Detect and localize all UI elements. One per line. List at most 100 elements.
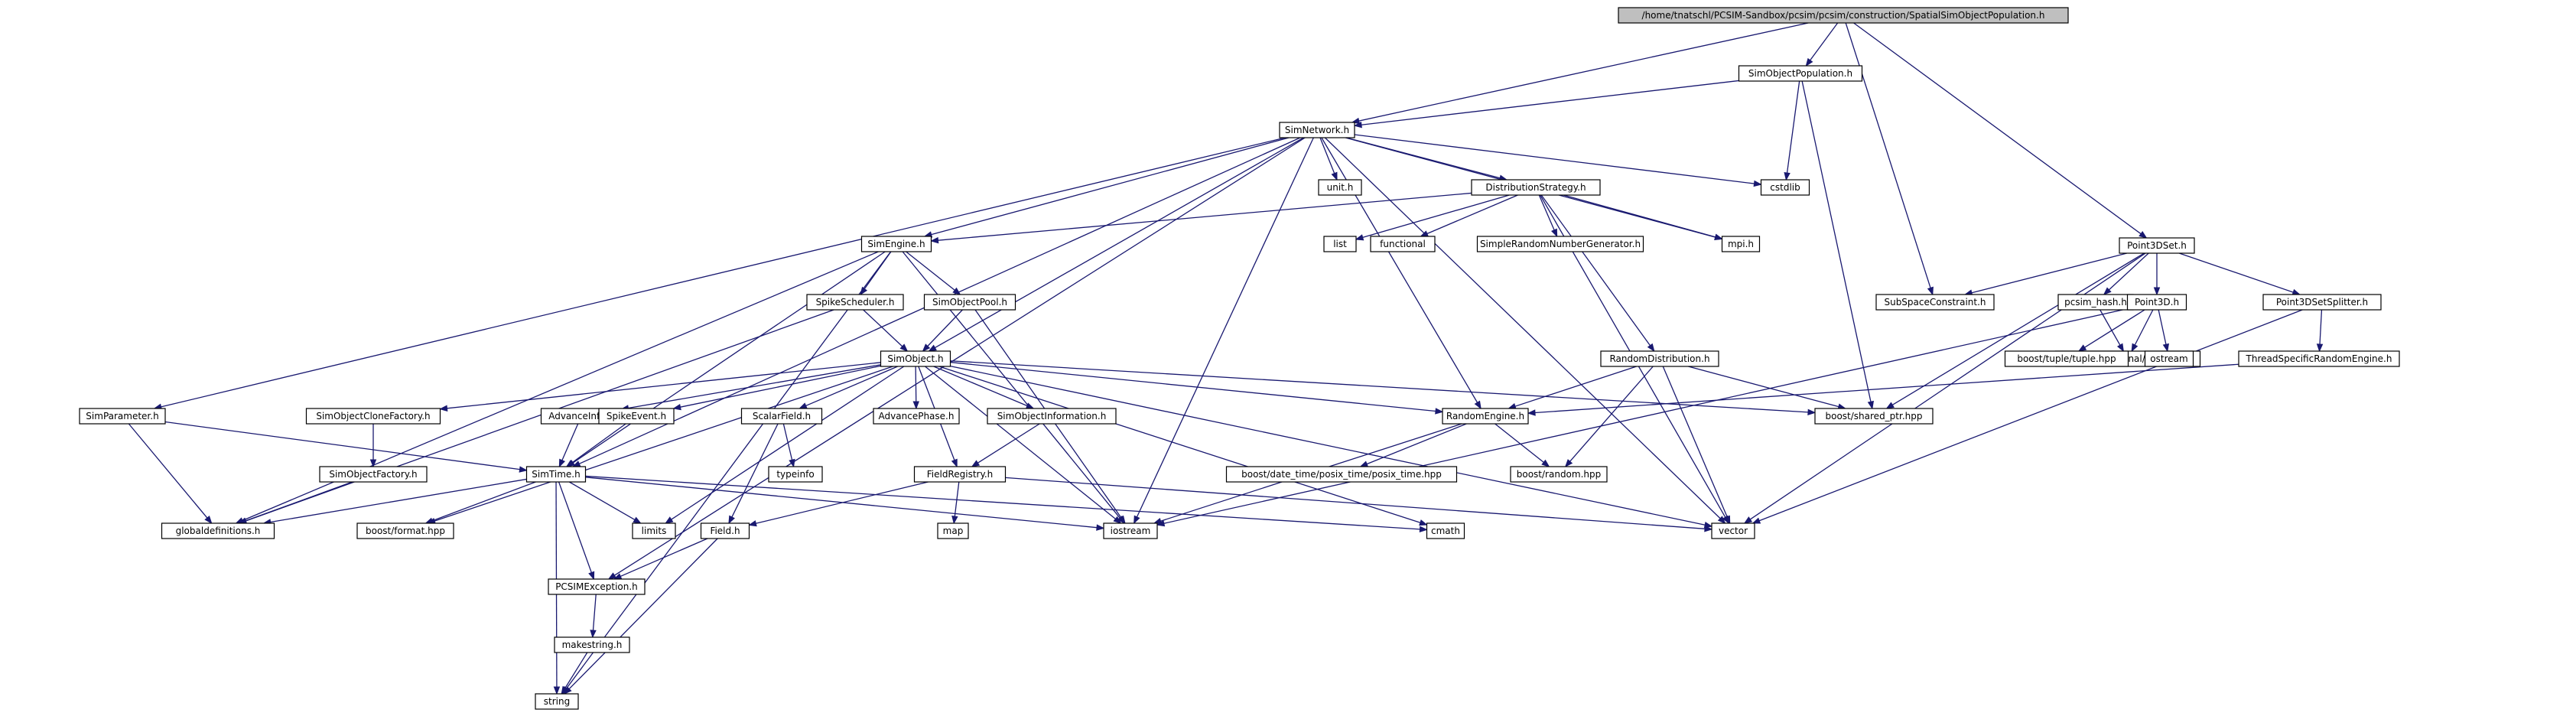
node-SimEngine[interactable]: SimEngine.h: [860, 236, 932, 252]
node-SimParameter[interactable]: SimParameter.h: [79, 408, 166, 425]
node-SimObjectCloneFactory[interactable]: SimObjectCloneFactory.h: [305, 408, 441, 425]
node-SimObjectFactory[interactable]: SimObjectFactory.h: [319, 466, 428, 483]
node-SimObjectPopulation[interactable]: SimObjectPopulation.h: [1738, 65, 1863, 82]
arrowhead: [1435, 408, 1444, 415]
arrowhead: [2162, 343, 2169, 353]
node-cstdlib: cstdlib: [1760, 179, 1810, 196]
node-DistributionStrategy[interactable]: DistributionStrategy.h: [1471, 179, 1601, 196]
node-label: ScalarField.h: [753, 411, 811, 421]
node-string: string: [535, 693, 579, 710]
node-label: SimNetwork.h: [1285, 125, 1349, 135]
node-SpikeScheduler[interactable]: SpikeScheduler.h: [806, 294, 904, 311]
node-label: iostream: [1111, 526, 1151, 536]
node-SimpleRNG[interactable]: SimpleRandomNumberGenerator.h: [1476, 236, 1644, 252]
arrowhead: [1885, 402, 1895, 409]
node-SubSpaceConstraint[interactable]: SubSpaceConstraint.h: [1875, 294, 1995, 311]
node-pcsim_hash[interactable]: pcsim_hash.h: [2057, 294, 2134, 311]
arrowhead: [565, 460, 574, 467]
node-globaldefinitions[interactable]: globaldefinitions.h: [161, 522, 275, 539]
arrowhead: [1867, 400, 1875, 410]
node-label: boost/random.hpp: [1517, 469, 1602, 480]
node-root[interactable]: /home/tnatschl/PCSIM-Sandbox/pcsim/pcsim…: [1618, 7, 2069, 24]
edge-line: [558, 481, 592, 573]
node-label: boost/shared_ptr.hpp: [1826, 411, 1923, 421]
arrowhead: [1527, 409, 1536, 416]
edge-line: [1662, 366, 1728, 517]
node-SimObject[interactable]: SimObject.h: [880, 350, 951, 367]
edge-line: [2100, 309, 2121, 346]
node-mpi[interactable]: mpi.h: [1721, 236, 1761, 252]
node-RandomEngine[interactable]: RandomEngine.h: [1442, 408, 1529, 425]
node-SimTime[interactable]: SimTime.h: [525, 466, 587, 483]
arrowhead: [553, 686, 561, 695]
edge-SimObjectInformation-to-FieldRegistry: [971, 423, 1040, 467]
node-label: Point3D.h: [2135, 297, 2179, 308]
node-box: [79, 408, 166, 425]
edge-pcsim_hash-to-functional_hash: [2100, 309, 2125, 353]
edge-line: [1845, 22, 1931, 288]
node-box: [2004, 350, 2129, 367]
node-box: [1323, 236, 1357, 252]
edge-SimEngine-to-SimObjectPool: [906, 251, 961, 295]
arrowhead: [590, 630, 597, 639]
node-label: SimEngine.h: [867, 239, 925, 249]
node-Point3DSetSplitter[interactable]: Point3DSetSplitter.h: [2262, 294, 2382, 311]
edge-Point3DSet-to-Point3D: [2153, 253, 2161, 296]
arrowhead: [1419, 519, 1428, 526]
edge-SimObjectPopulation-to-shared_ptr: [1801, 80, 1875, 410]
arrowhead: [922, 343, 931, 352]
arrowhead: [439, 405, 448, 412]
edge-line: [566, 251, 892, 689]
edge-line: [938, 192, 1472, 241]
node-box: [1279, 122, 1355, 138]
node-PCSIMException[interactable]: PCSIMException.h: [548, 578, 646, 595]
node-unit[interactable]: unit.h: [1318, 179, 1362, 196]
arrowhead: [1704, 526, 1713, 532]
node-makestring[interactable]: makestring.h: [554, 636, 630, 653]
node-ThreadSpecificRNG[interactable]: ThreadSpecificRandomEngine.h: [2238, 350, 2400, 367]
node-box: [2262, 294, 2382, 311]
arrowhead: [2139, 230, 2148, 239]
node-SimObjectInformation[interactable]: SimObjectInformation.h: [987, 408, 1117, 425]
edge-line: [1786, 80, 1800, 174]
node-SimObjectPool[interactable]: SimObjectPool.h: [923, 294, 1016, 311]
node-box: [356, 522, 454, 539]
node-Point3D[interactable]: Point3D.h: [2126, 294, 2187, 311]
edge-SimNetwork-to-iostream: [1134, 137, 1314, 525]
arrowhead: [1753, 180, 1762, 187]
edge-line: [1362, 194, 1510, 239]
node-ScalarField[interactable]: ScalarField.h: [740, 408, 823, 425]
node-Field[interactable]: Field.h: [700, 522, 750, 539]
edge-DistributionStrategy-to-SimEngine: [930, 192, 1472, 244]
edge-line: [1688, 366, 1839, 408]
arrowhead: [951, 458, 958, 468]
edge-line: [568, 481, 636, 521]
edge-line: [614, 137, 1306, 576]
edge-line: [1514, 366, 1637, 407]
node-box: [873, 408, 960, 425]
node-cmath: cmath: [1426, 522, 1465, 539]
node-SpikeEvent[interactable]: SpikeEvent.h: [598, 408, 675, 425]
node-box: [987, 408, 1117, 425]
node-label: unit.h: [1327, 182, 1354, 193]
node-Point3DSet[interactable]: Point3DSet.h: [2119, 237, 2195, 254]
edge-line: [1005, 477, 1706, 529]
node-label: RandomEngine.h: [1446, 411, 1524, 421]
node-RandomDistribution[interactable]: RandomDistribution.h: [1600, 350, 1719, 367]
node-box: [880, 350, 951, 367]
edge-line: [1426, 194, 1518, 235]
edge-line: [2158, 309, 2167, 345]
edge-Field-to-PCSIMException: [613, 538, 708, 580]
edge-SimNetwork-to-SimParameter: [153, 137, 1286, 410]
node-label: list: [1333, 239, 1347, 249]
node-SimNetwork[interactable]: SimNetwork.h: [1279, 122, 1355, 138]
node-AdvancePhase[interactable]: AdvancePhase.h: [873, 408, 960, 425]
node-FieldRegistry[interactable]: FieldRegistry.h: [913, 466, 1007, 483]
edge-line: [863, 309, 903, 347]
node-box: [1618, 7, 2069, 24]
edge-SimEngine-to-iostream: [902, 251, 1125, 525]
node-label: SpikeEvent.h: [607, 411, 666, 421]
edge-DistributionStrategy-to-mpi: [1563, 194, 1723, 240]
edge-line: [935, 137, 1304, 349]
node-box: [2238, 350, 2400, 367]
